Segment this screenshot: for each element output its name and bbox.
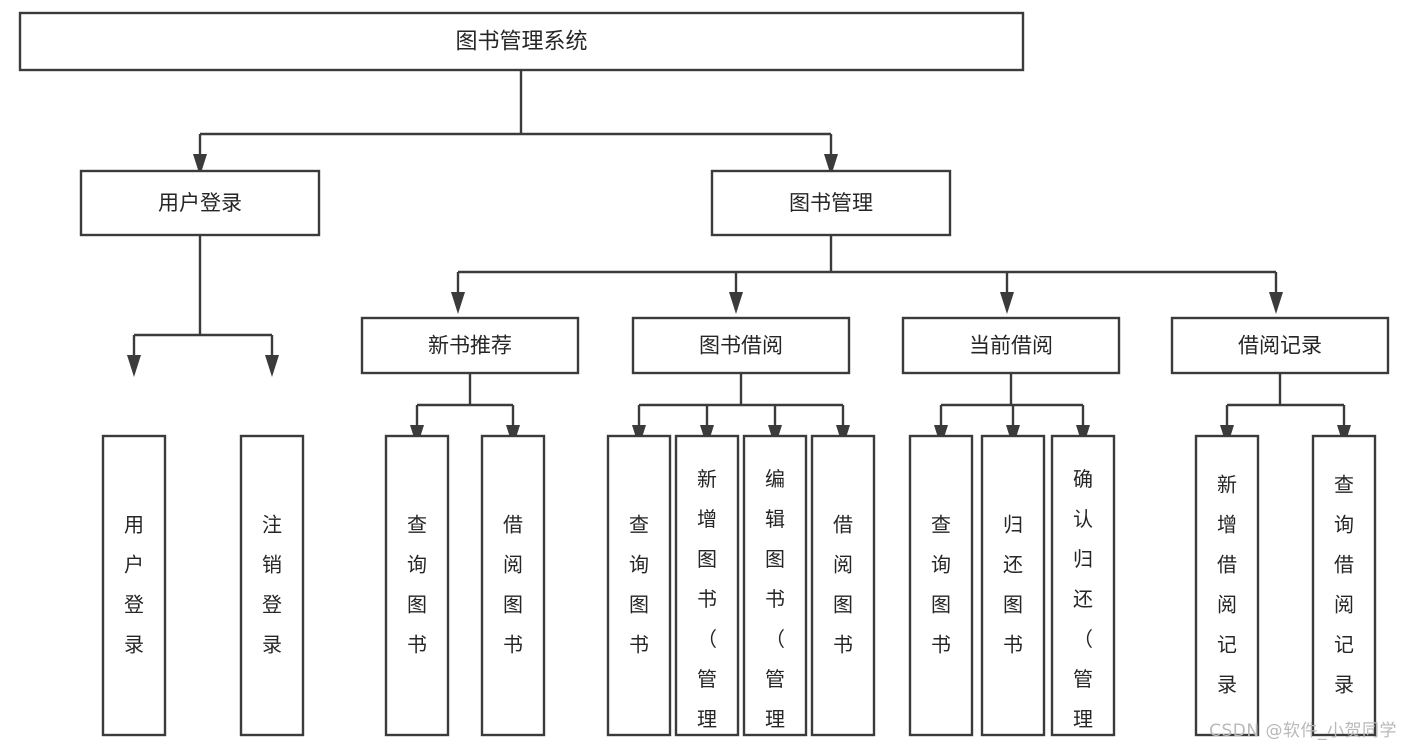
node-box[interactable]	[360, 316, 580, 375]
node-label: 新书推荐	[428, 334, 512, 358]
connector-group-root-to-level2	[193, 70, 838, 176]
node-book-borrow[interactable]: 图书借阅	[631, 316, 851, 375]
node-box[interactable]	[606, 434, 672, 737]
node-box[interactable]	[79, 169, 321, 237]
node-label: 确认归还（管理员）	[1073, 467, 1093, 747]
node-label: 新增图书（管理员）	[697, 467, 717, 747]
connector-group-book-borrow	[632, 373, 850, 447]
node-label: 新增借阅记录	[1217, 472, 1237, 696]
node-leaf-borrow-add-book[interactable]: 新增图书（管理员）	[674, 434, 740, 747]
node-leaf-rec-add-record[interactable]: 新增借阅记录	[1194, 434, 1260, 737]
node-borrow-record[interactable]: 借阅记录	[1170, 316, 1390, 375]
node-leaf-cur-return-book[interactable]: 归还图书	[980, 434, 1046, 737]
node-label: 图书管理系统	[455, 30, 587, 55]
connector-layer	[127, 70, 1351, 447]
node-leaf-cur-confirm-return[interactable]: 确认归还（管理员）	[1050, 434, 1116, 747]
node-box[interactable]	[674, 434, 740, 737]
node-box[interactable]	[1194, 434, 1260, 737]
arrow-head-icon	[127, 355, 141, 377]
arrow-head-icon	[451, 292, 465, 314]
node-box[interactable]	[908, 434, 974, 737]
node-leaf-borrow-edit-book[interactable]: 编辑图书（管理员）	[742, 434, 808, 747]
node-leaf-borrow-borrow-book[interactable]: 借阅图书	[810, 434, 876, 737]
node-box[interactable]	[1170, 316, 1390, 375]
node-box[interactable]	[980, 434, 1046, 737]
node-box[interactable]	[1050, 434, 1116, 737]
node-label: 图书借阅	[699, 334, 783, 358]
node-leaf-cur-query-book[interactable]: 查询图书	[908, 434, 974, 737]
node-box[interactable]	[810, 434, 876, 737]
node-current-borrow[interactable]: 当前借阅	[901, 316, 1121, 375]
arrow-head-icon	[1269, 292, 1283, 314]
node-leaf-user-logout[interactable]: 注销登录	[239, 434, 305, 737]
node-leaf-rec-query-book[interactable]: 查询图书	[384, 434, 450, 737]
node-book-manage[interactable]: 图书管理	[710, 169, 952, 237]
node-box[interactable]	[742, 434, 808, 737]
node-label: 借阅图书	[833, 512, 853, 656]
node-label: 归还图书	[1003, 512, 1023, 656]
arrow-head-icon	[824, 154, 838, 176]
node-label: 图书管理	[789, 191, 873, 215]
connector-group-level2-user-login	[127, 235, 279, 377]
node-box[interactable]	[710, 169, 952, 237]
node-box[interactable]	[1311, 434, 1377, 737]
node-label: 查询图书	[407, 512, 427, 656]
node-leaf-rec-borrow-book[interactable]: 借阅图书	[480, 434, 546, 737]
node-box[interactable]	[384, 434, 450, 737]
node-box[interactable]	[18, 11, 1025, 72]
node-label: 查询借阅记录	[1334, 472, 1354, 696]
arrow-head-icon	[265, 355, 279, 377]
node-leaf-rec-query-record[interactable]: 查询借阅记录	[1311, 434, 1377, 737]
arrow-head-icon	[1000, 292, 1014, 314]
node-box[interactable]	[901, 316, 1121, 375]
connector-group-level2-book-manage	[451, 235, 1283, 314]
node-box[interactable]	[239, 434, 305, 737]
node-label: 用户登录	[158, 191, 242, 215]
node-label: 借阅记录	[1238, 334, 1322, 358]
node-box[interactable]	[101, 434, 167, 737]
node-leaf-user-login[interactable]: 用户登录	[101, 434, 167, 737]
node-layer: 图书管理系统用户登录图书管理新书推荐图书借阅当前借阅借阅记录用户登录注销登录查询…	[18, 11, 1390, 747]
node-label: 注销登录	[262, 512, 282, 656]
node-label: 当前借阅	[969, 334, 1053, 358]
node-label: 查询图书	[931, 512, 951, 656]
node-box[interactable]	[631, 316, 851, 375]
node-leaf-borrow-query-book[interactable]: 查询图书	[606, 434, 672, 737]
node-user-login[interactable]: 用户登录	[79, 169, 321, 237]
node-label: 借阅图书	[503, 512, 523, 656]
node-new-book-rec[interactable]: 新书推荐	[360, 316, 580, 375]
node-label: 查询图书	[629, 512, 649, 656]
arrow-head-icon	[193, 154, 207, 176]
arrow-head-icon	[729, 292, 743, 314]
node-box[interactable]	[480, 434, 546, 737]
node-root[interactable]: 图书管理系统	[18, 11, 1025, 72]
node-label: 用户登录	[124, 512, 144, 656]
